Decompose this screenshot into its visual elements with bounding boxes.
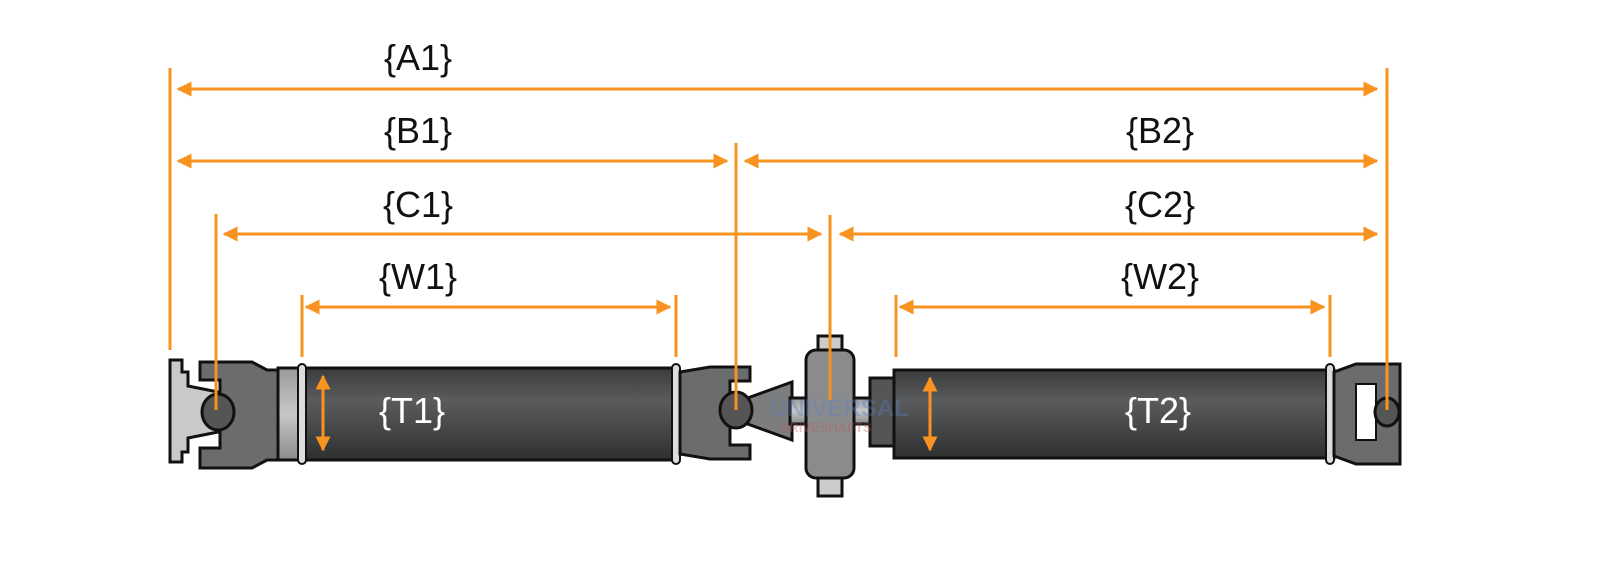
label-w1: {W1} bbox=[379, 256, 457, 297]
svg-text:DRIVESHAFTS: DRIVESHAFTS bbox=[780, 420, 872, 435]
left-slip-yoke bbox=[198, 360, 281, 470]
label-b2: {B2} bbox=[1126, 110, 1194, 151]
label-c2: {C2} bbox=[1125, 184, 1195, 225]
rear-tube bbox=[892, 368, 1336, 460]
front-tube bbox=[302, 366, 678, 462]
watermark-logo: UNIVERSAL DRIVESHAFTS bbox=[770, 395, 909, 435]
label-w2: {W2} bbox=[1121, 256, 1199, 297]
label-a1: {A1} bbox=[384, 37, 452, 78]
dimension-arrows bbox=[176, 81, 1379, 452]
label-t2: {T2} bbox=[1125, 390, 1191, 431]
weld-ring bbox=[297, 363, 307, 465]
left-u-joint bbox=[200, 392, 236, 432]
label-t1: {T1} bbox=[379, 390, 445, 431]
extension-lines bbox=[168, 68, 1389, 410]
left-flange-yoke bbox=[168, 358, 220, 464]
svg-text:UNIVERSAL: UNIVERSAL bbox=[770, 395, 909, 422]
right-yoke-opening bbox=[1355, 383, 1377, 441]
label-c1: {C1} bbox=[383, 184, 453, 225]
label-b1: {B1} bbox=[384, 110, 452, 151]
